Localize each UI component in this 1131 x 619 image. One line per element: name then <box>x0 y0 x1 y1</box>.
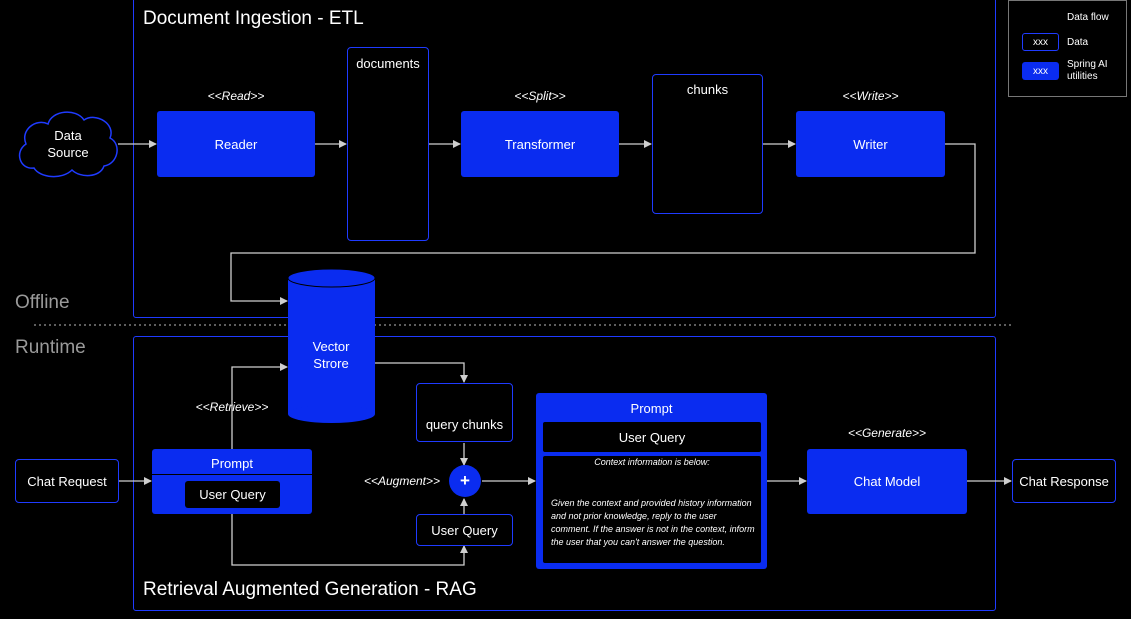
legend-data-flow-label: Data flow <box>1067 12 1109 23</box>
etl-title: Document Ingestion - ETL <box>143 8 364 29</box>
offline-label: Offline <box>15 292 70 313</box>
vector-store-cylinder <box>287 268 376 423</box>
data-source-cloud-shape <box>18 111 118 178</box>
prompt-big-title: Prompt <box>630 401 673 416</box>
vector-store-label[interactable]: Vector Strore <box>312 339 350 371</box>
query-chunks-label: query chunks <box>425 417 504 432</box>
prompt-box-divider <box>152 474 312 475</box>
reader-box[interactable]: Reader <box>157 111 315 177</box>
chat-model-box[interactable]: Chat Model <box>807 449 967 514</box>
context-header: Context information is below: <box>594 457 710 467</box>
chunks-box <box>652 74 763 214</box>
rag-title: Retrieval Augmented Generation - RAG <box>143 579 477 600</box>
runtime-label: Runtime <box>15 337 86 358</box>
query-chunks-box <box>416 383 513 442</box>
legend-spring-sample: xxx <box>1022 62 1059 80</box>
documents-box <box>347 47 429 241</box>
data-source-label: Data Source <box>47 128 89 160</box>
chunks-label: chunks <box>686 82 729 97</box>
etl-frame <box>133 0 996 318</box>
legend-spring-label: Spring AI utilities <box>1067 59 1108 82</box>
legend-data-sample: xxx <box>1022 33 1059 51</box>
user-query-box: User Query <box>416 514 513 546</box>
augment-stereotype: <<Augment>> <box>363 474 441 488</box>
context-instructions: Given the context and provided history i… <box>551 498 755 547</box>
legend-box <box>1008 0 1127 97</box>
writer-box[interactable]: Writer <box>796 111 945 177</box>
rag-frame <box>133 336 996 611</box>
augment-plus-icon: + <box>449 465 481 497</box>
prompt-big-context-panel <box>543 456 761 563</box>
documents-label: documents <box>356 56 420 71</box>
chat-request-box[interactable]: Chat Request <box>15 459 119 503</box>
transformer-box[interactable]: Transformer <box>461 111 619 177</box>
chat-response-box[interactable]: Chat Response <box>1012 459 1116 503</box>
retrieve-stereotype: <<Retrieve>> <box>195 400 269 414</box>
split-stereotype: <<Split>> <box>514 89 566 103</box>
write-stereotype: <<Write>> <box>842 89 899 103</box>
prompt-big-user-query: User Query <box>543 422 761 452</box>
generate-stereotype: <<Generate>> <box>847 426 927 440</box>
read-stereotype: <<Read>> <box>207 89 265 103</box>
prompt-user-query: User Query <box>185 481 280 508</box>
legend-data-label: Data <box>1067 37 1089 48</box>
prompt-box-title: Prompt <box>211 456 253 471</box>
